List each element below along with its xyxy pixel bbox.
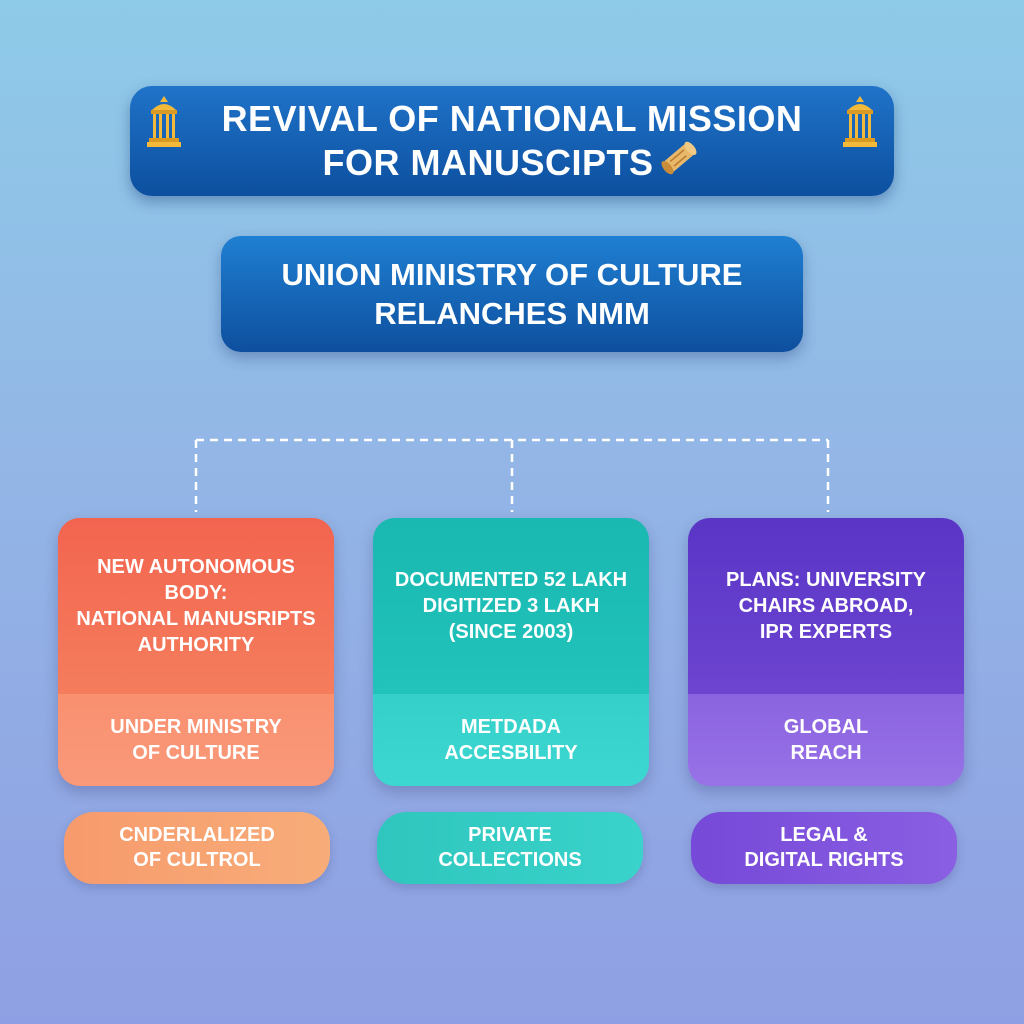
card-top-text: PLANS: UNIVERSITY CHAIRS ABROAD, IPR EXP… <box>725 569 927 643</box>
scroll-icon <box>661 142 696 175</box>
title-banner: REVIVAL OF NATIONAL MISSION FOR MANUSCIP… <box>130 86 894 196</box>
card-top-text: DOCUMENTED 52 LAKH DIGITIZED 3 LAKH (SIN… <box>394 569 628 643</box>
title-line-1: REVIVAL OF NATIONAL MISSION <box>221 98 803 139</box>
subtitle-line-1: UNION MINISTRY OF CULTURE <box>281 257 743 292</box>
card-bottom: GLOBAL REACH <box>688 694 964 786</box>
card-top: NEW AUTONOMOUS BODY: NATIONAL MANUSRIPTS… <box>58 518 334 694</box>
temple-icon <box>147 96 181 147</box>
card-top: DOCUMENTED 52 LAKH DIGITIZED 3 LAKH (SIN… <box>373 518 649 694</box>
pill-text: LEGAL & DIGITAL RIGHTS <box>744 824 904 871</box>
temple-icon <box>843 96 877 147</box>
card-bottom-text: GLOBAL REACH <box>783 716 869 764</box>
card-bottom-text: METDADA ACCESBILITY <box>444 716 578 764</box>
pill-control: CNDERLALIZED OF CULTROL <box>64 812 330 884</box>
card-bottom: METDADA ACCESBILITY <box>373 694 649 786</box>
card-authority: NEW AUTONOMOUS BODY: NATIONAL MANUSRIPTS… <box>58 518 334 786</box>
card-top: PLANS: UNIVERSITY CHAIRS ABROAD, IPR EXP… <box>688 518 964 694</box>
subtitle-line-2: RELANCHES NMM <box>374 296 650 331</box>
subtitle: UNION MINISTRY OF CULTURE RELANCHES NMM <box>232 255 792 333</box>
card-top-text: NEW AUTONOMOUS BODY: NATIONAL MANUSRIPTS… <box>76 556 316 656</box>
card-plans: PLANS: UNIVERSITY CHAIRS ABROAD, IPR EXP… <box>688 518 964 786</box>
subtitle-banner: UNION MINISTRY OF CULTURE RELANCHES NMM <box>221 236 803 352</box>
pill-text: PRIVATE COLLECTIONS <box>438 824 582 871</box>
title-line-2: FOR MANUSCIPTS <box>322 142 654 183</box>
card-bottom: UNDER MINISTRY OF CULTURE <box>58 694 334 786</box>
pill-text: CNDERLALIZED OF CULTROL <box>119 824 275 871</box>
pill-private-collections: PRIVATE COLLECTIONS <box>377 812 643 884</box>
pill-legal-rights: LEGAL & DIGITAL RIGHTS <box>691 812 957 884</box>
card-documentation: DOCUMENTED 52 LAKH DIGITIZED 3 LAKH (SIN… <box>373 518 649 786</box>
page-title: REVIVAL OF NATIONAL MISSION FOR MANUSCIP… <box>192 97 832 185</box>
card-bottom-text: UNDER MINISTRY OF CULTURE <box>110 716 282 764</box>
